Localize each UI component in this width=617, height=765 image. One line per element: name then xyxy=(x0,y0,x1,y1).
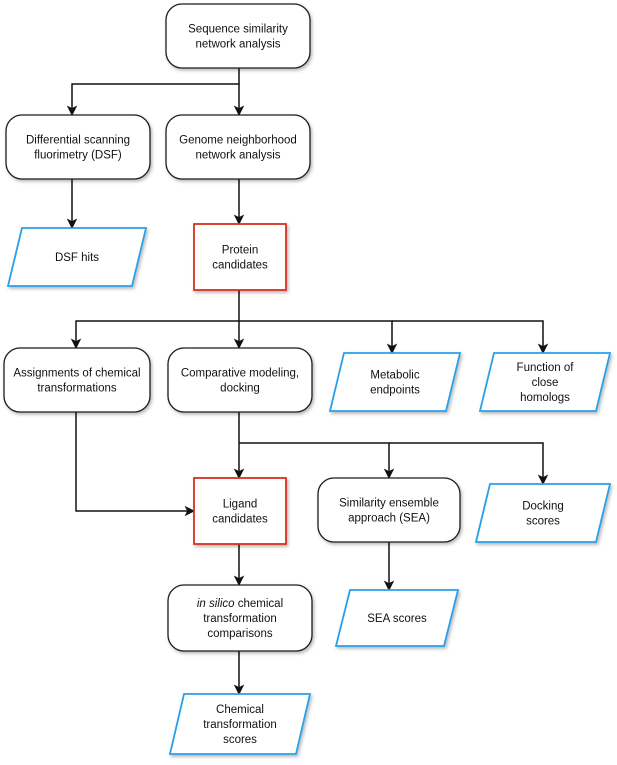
node-label-line: Chemical xyxy=(216,704,264,716)
node-label-line: Metabolic xyxy=(370,370,419,382)
node-insilico: in silico chemical transformation comparis… xyxy=(167,584,313,652)
node-label-line: Comparative modeling, xyxy=(181,368,299,380)
node-label-line: endpoints xyxy=(370,385,420,397)
candidate-box xyxy=(193,223,287,291)
node-gnn: Genome neighborhood network analysis xyxy=(165,114,311,180)
node-label-line: Similarity ensemble xyxy=(339,498,439,510)
output-parallelogram xyxy=(168,693,312,755)
output-parallelogram xyxy=(328,352,462,412)
node-chem: Chemical transformation scores xyxy=(168,693,312,755)
process-box xyxy=(165,114,311,180)
node-label-line: Differential scanning xyxy=(26,135,130,147)
node-dock: Docking scores xyxy=(474,483,612,543)
node-label-line: DSF hits xyxy=(55,252,99,264)
node-label-line: Sequence similarity xyxy=(188,24,288,36)
node-label-line: SEA scores xyxy=(367,613,427,625)
node-ligand: Ligand candidates xyxy=(193,477,287,545)
arrow-compmod-to-sea xyxy=(239,442,395,480)
process-box xyxy=(167,347,313,413)
output-parallelogram xyxy=(478,352,612,412)
node-func: Function of close homologs xyxy=(478,352,612,412)
node-dsf: Differential scanning fluorimetry (DSF) xyxy=(5,114,151,180)
node-label-line: fluorimetry (DSF) xyxy=(34,150,122,162)
node-label-line: Protein xyxy=(222,245,258,257)
process-box xyxy=(165,3,311,69)
node-label-line: comparisons xyxy=(207,628,272,640)
node-label-line: scores xyxy=(223,734,257,746)
node-label-line: Ligand xyxy=(223,499,258,511)
output-parallelogram xyxy=(334,589,460,647)
node-label-line: docking xyxy=(220,383,260,395)
edges-layer xyxy=(66,68,549,696)
node-compmod: Comparative modeling, docking xyxy=(167,347,313,413)
node-seascores: SEA scores xyxy=(334,589,460,647)
node-dsfhits: DSF hits xyxy=(6,227,148,287)
output-parallelogram xyxy=(474,483,612,543)
arrow-ssn-to-dsf xyxy=(66,68,240,117)
node-sea: Similarity ensemble approach (SEA) xyxy=(317,477,461,543)
node-metab: Metabolic endpoints xyxy=(328,352,462,412)
arrow-protein-to-func xyxy=(392,320,549,355)
node-label-line: network analysis xyxy=(195,150,280,162)
node-protein: Protein candidates xyxy=(193,223,287,291)
process-box xyxy=(317,477,461,543)
node-label-line: Genome neighborhood xyxy=(179,135,297,147)
node-label-line: network analysis xyxy=(195,39,280,51)
node-label-line: approach (SEA) xyxy=(348,513,430,525)
process-box xyxy=(3,347,151,413)
node-assign: Assignments of chemical transformations xyxy=(3,347,151,413)
node-label-line: homologs xyxy=(520,392,570,404)
arrow-assign-to-ligand xyxy=(75,412,196,517)
node-label-line: transformation xyxy=(203,719,277,731)
node-label-line: transformations xyxy=(37,383,117,395)
node-label-line: transformation xyxy=(203,613,277,625)
node-ssn: Sequence similarity network analysis xyxy=(165,3,311,69)
node-label-line: in silico chemical xyxy=(197,598,283,610)
process-box xyxy=(5,114,151,180)
node-label-line: Docking xyxy=(522,501,564,513)
candidate-box xyxy=(193,477,287,545)
arrow-compmod-to-dock xyxy=(389,442,549,486)
process-box xyxy=(167,584,313,652)
node-label-line: candidates xyxy=(212,260,268,272)
node-label-line: Function of xyxy=(517,362,575,374)
node-label-line: candidates xyxy=(212,514,268,526)
arrow-protein-to-assign xyxy=(70,290,240,350)
output-parallelogram xyxy=(6,227,148,287)
node-label-line: scores xyxy=(526,516,560,528)
node-label-line: Assignments of chemical xyxy=(13,368,140,380)
node-label-line: close xyxy=(532,377,559,389)
